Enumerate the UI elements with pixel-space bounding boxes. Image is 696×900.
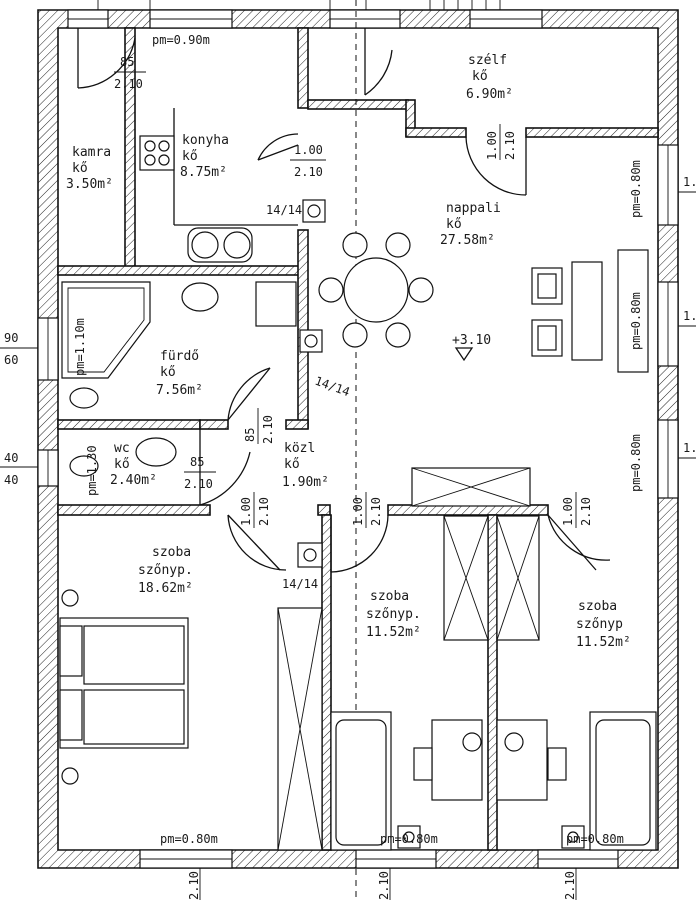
living-furniture <box>531 249 649 373</box>
door-width-szoba3: 1.00 <box>561 497 575 526</box>
chimney-label-3: 14/14 <box>282 577 318 591</box>
room-area-kozl: 1.90m² <box>282 475 329 490</box>
parapet-nappali-3: pm=0.80m <box>629 434 643 492</box>
door-height-wc: 2.10 <box>184 477 213 491</box>
edge-label-right-1: 1. <box>683 175 696 189</box>
room-floor-kamra: kő <box>72 161 88 176</box>
dining-table-icon <box>343 257 409 323</box>
level-marker-icon <box>454 347 474 362</box>
door-width-konyha: 1.00 <box>294 143 323 157</box>
room-floor-konyha: kő <box>182 149 198 164</box>
room-name-kamra: kamra <box>72 145 111 160</box>
room-area-kamra: 3.50m² <box>66 177 113 192</box>
door-width-wc: 85 <box>190 455 204 469</box>
parapet-labels: pm=0.90m pm=1.10m pm=1.30 pm=0.80m pm=0.… <box>73 33 643 846</box>
room-name-wc: wc <box>114 441 130 456</box>
room-name-szoba1: szoba <box>152 545 191 560</box>
room-name-szoba3: szoba <box>578 599 617 614</box>
level-label: +3.10 <box>452 333 491 348</box>
room-area-szoba1: 18.62m² <box>138 581 193 596</box>
edge-label-bottom-3: 2.10 <box>563 871 577 900</box>
edge-label-left2-top: 40 <box>4 451 18 465</box>
dining-set <box>318 232 434 348</box>
room-floor-wc: kő <box>114 457 130 472</box>
parapet-nappali-1: pm=0.80m <box>629 160 643 218</box>
door-height-szoba1: 2.10 <box>257 497 271 526</box>
door-width-szoba1: 1.00 <box>239 497 253 526</box>
room-name-szelf: szélf <box>468 53 507 68</box>
room-labels: kamra kő 3.50m² konyha kő 8.75m² szélf k… <box>66 53 631 650</box>
room-area-szoba3: 11.52m² <box>576 635 631 650</box>
chimney-label-1: 14/14 <box>266 203 302 217</box>
washbasin-icon <box>181 282 219 312</box>
stove-icon <box>139 135 175 171</box>
edge-label-left-bottom: 60 <box>4 353 18 367</box>
room-name-furdo: fürdő <box>160 349 199 364</box>
edge-label-right-3: 1. <box>683 441 696 455</box>
room-floor-szoba1: szőnyp. <box>138 563 193 578</box>
door-height-szoba2: 2.10 <box>369 497 383 526</box>
room-floor-szoba3: szőnyp <box>576 617 623 632</box>
bedroom-furniture <box>59 589 657 851</box>
room-area-wc: 2.40m² <box>110 473 157 488</box>
room-area-furdo: 7.56m² <box>156 383 203 398</box>
door-height-konyha: 2.10 <box>294 165 323 179</box>
edge-label-left2-bottom: 40 <box>4 473 18 487</box>
parapet-szoba1: pm=0.80m <box>160 832 218 846</box>
sofa-icon <box>571 261 603 361</box>
room-area-konyha: 8.75m² <box>180 165 227 180</box>
edge-labels: 90 60 40 40 1. 1. 1. 2.10 2.10 2.10 <box>4 175 696 900</box>
door-width-kamra: 85 <box>120 55 134 69</box>
edge-label-bottom-2: 2.10 <box>377 871 391 900</box>
bathroom-fixtures <box>61 281 297 477</box>
room-floor-kozl: kő <box>284 457 300 472</box>
bathtub-icon <box>61 281 151 379</box>
desk-icon <box>431 719 483 801</box>
desk-icon <box>496 719 548 801</box>
room-area-szelf: 6.90m² <box>466 87 513 102</box>
windows <box>37 9 679 869</box>
room-name-kozl: közl <box>284 441 315 456</box>
room-floor-szelf: kő <box>472 69 488 84</box>
outer-wall <box>37 9 679 869</box>
kitchen-fixtures <box>139 108 298 263</box>
chimneys <box>297 199 326 568</box>
door-height-kamra: 2.10 <box>114 77 143 91</box>
parapet-szoba2: pm=0.80m <box>380 832 438 846</box>
room-floor-furdo: kő <box>160 365 176 380</box>
room-floor-nappali: kő <box>446 217 462 232</box>
door-width-furdo: 85 <box>243 428 257 442</box>
door-height-szelf: 2.10 <box>503 131 517 160</box>
door-labels: 85 2.10 1.00 2.10 1.00 2.10 85 2.10 85 2… <box>114 55 593 528</box>
toilet-icon <box>69 455 99 477</box>
parapet-szoba3: pm=0.80m <box>566 832 624 846</box>
room-name-nappali: nappali <box>446 201 501 216</box>
room-name-szoba2: szoba <box>370 589 409 604</box>
doors <box>77 28 611 573</box>
door-width-szoba2: 1.00 <box>351 497 365 526</box>
edge-label-bottom-1: 2.10 <box>187 871 201 900</box>
interior-walls <box>57 27 659 851</box>
room-area-nappali: 27.58m² <box>440 233 495 248</box>
door-height-furdo: 2.10 <box>261 415 275 444</box>
door-width-szelf: 1.00 <box>485 131 499 160</box>
parapet-top: pm=0.90m <box>152 33 210 47</box>
edge-label-right-2: 1. <box>683 309 696 323</box>
room-name-konyha: konyha <box>182 133 229 148</box>
toilet-icon <box>69 387 99 409</box>
room-floor-szoba2: szőnyp. <box>366 607 421 622</box>
parapet-furdo: pm=1.10m <box>73 318 87 376</box>
door-height-szoba3: 2.10 <box>579 497 593 526</box>
parapet-nappali-2: pm=0.80m <box>629 292 643 350</box>
wardrobes <box>277 467 540 851</box>
edge-label-left-top: 90 <box>4 331 18 345</box>
parapet-wc: pm=1.30 <box>85 445 99 496</box>
room-area-szoba2: 11.52m² <box>366 625 421 640</box>
